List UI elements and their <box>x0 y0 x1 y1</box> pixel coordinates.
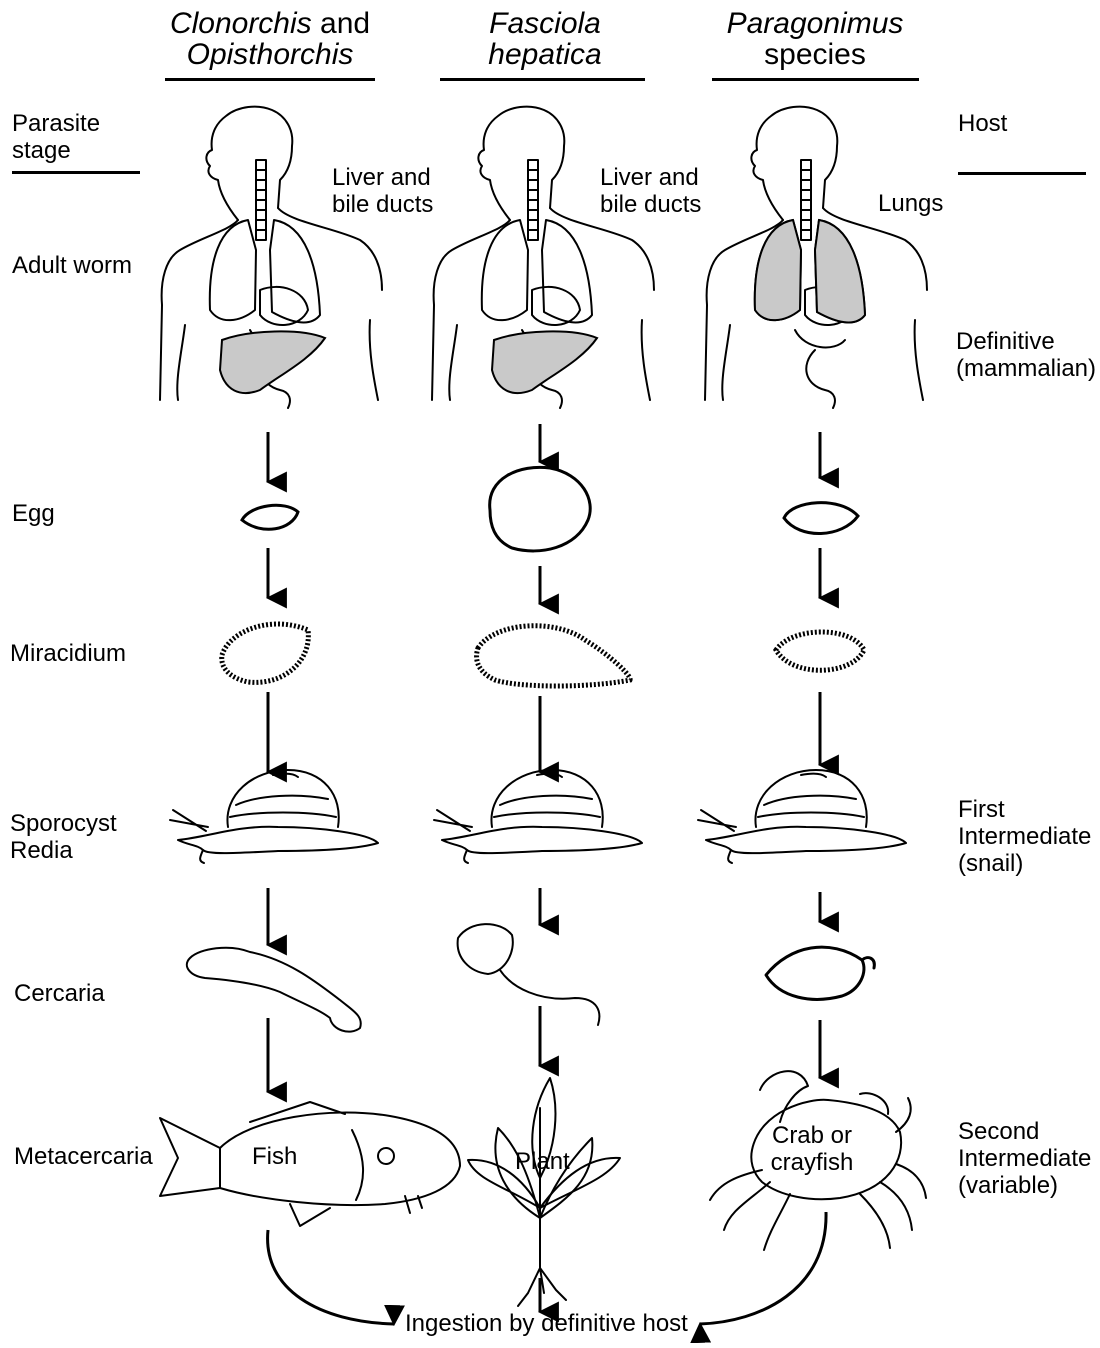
human-figure-1 <box>160 107 382 408</box>
cercaria-col2 <box>458 924 600 1025</box>
cercaria-col3 <box>766 947 874 999</box>
human-figure-3 <box>705 107 927 408</box>
miracidium-col3 <box>776 632 864 670</box>
snail-col1 <box>170 770 378 863</box>
fish <box>160 1102 460 1226</box>
crab <box>710 1071 926 1250</box>
plant <box>468 1078 620 1306</box>
miracidium-col1 <box>222 624 309 682</box>
egg-col2 <box>490 467 591 551</box>
snail-col2 <box>434 770 642 863</box>
human-figure-2 <box>432 107 654 408</box>
cercaria-col1 <box>187 948 361 1032</box>
snail-col3 <box>698 770 906 863</box>
egg-col1 <box>242 505 298 529</box>
miracidium-col2 <box>477 626 631 686</box>
egg-col3 <box>784 503 858 534</box>
